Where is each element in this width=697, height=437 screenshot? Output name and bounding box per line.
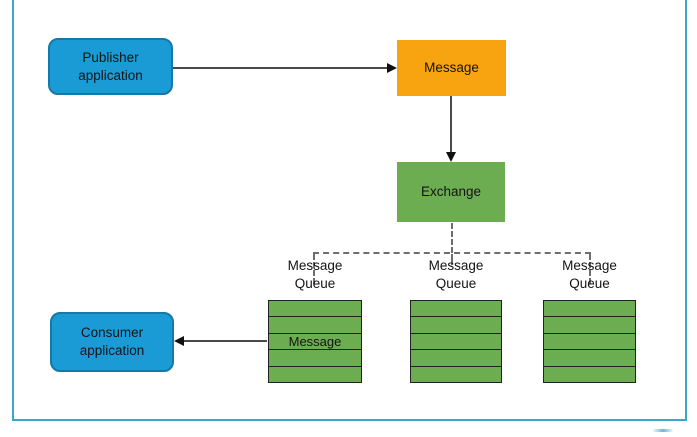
- dashed-connector-exchange-down: [451, 223, 453, 253]
- queue-row: [544, 317, 635, 334]
- message-node: Message: [397, 40, 506, 96]
- frame-border-bottom: [12, 419, 687, 421]
- queue-row: [411, 317, 501, 334]
- queue-1-label: Message Queue: [287, 258, 343, 292]
- consumer-application-node: Consumer application: [50, 312, 174, 372]
- queue-2-label: Message Queue: [428, 258, 484, 292]
- connector-message-to-exchange: [450, 96, 452, 152]
- corner-smudge-artifact: [653, 429, 673, 432]
- frame-border-right: [685, 0, 687, 421]
- queue-3-label: Message Queue: [562, 258, 617, 292]
- dashed-drop-queue-1: [313, 254, 315, 284]
- queue-row: [544, 350, 635, 367]
- dashed-connector-horizontal: [313, 252, 591, 254]
- queue-row: [269, 350, 361, 367]
- connector-publisher-to-message: [173, 67, 388, 69]
- arrowhead-down-icon: [446, 152, 456, 162]
- arrowhead-left-icon: [174, 336, 184, 346]
- queue-2-stack: [410, 300, 502, 383]
- publisher-application-node: Publisher application: [48, 38, 173, 95]
- queue-row: [544, 301, 635, 318]
- queue-row: [411, 333, 501, 351]
- queue-row: [411, 366, 501, 383]
- queue-row: [411, 301, 501, 318]
- queue-row: [544, 333, 635, 351]
- queue-3-stack: [543, 300, 636, 383]
- connector-queue-to-consumer: [183, 340, 267, 342]
- dashed-drop-queue-2: [451, 254, 453, 265]
- queue-1-stack: Message: [268, 300, 362, 383]
- queue-row: [411, 350, 501, 367]
- queue-row-message: Message: [269, 333, 361, 351]
- arrowhead-right-icon: [387, 63, 397, 73]
- queue-row: [269, 301, 361, 318]
- dashed-drop-queue-3: [589, 254, 591, 284]
- queue-row: [269, 366, 361, 383]
- exchange-node: Exchange: [397, 162, 505, 222]
- frame-border-left: [12, 0, 14, 421]
- queue-row: [269, 317, 361, 334]
- queue-row: [544, 366, 635, 383]
